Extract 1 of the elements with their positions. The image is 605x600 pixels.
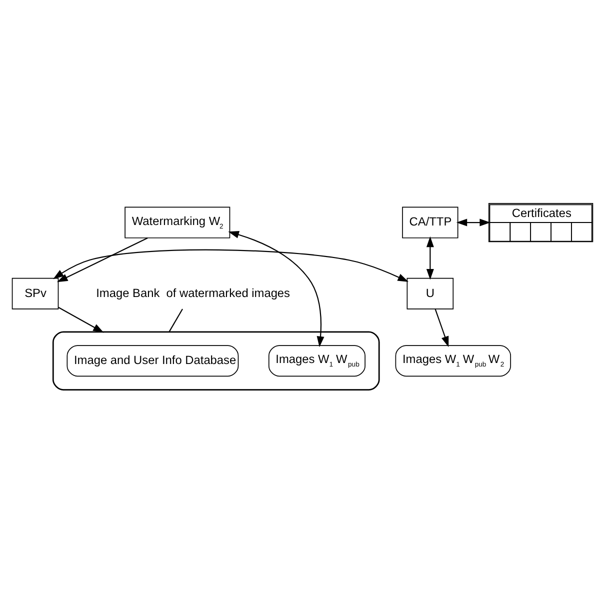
node-text: Image Bank of watermarked images (96, 286, 290, 300)
